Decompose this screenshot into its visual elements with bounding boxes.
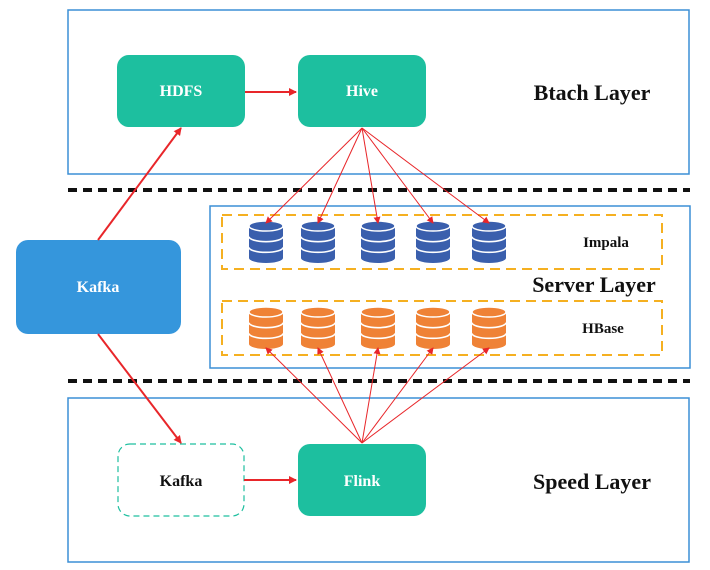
impala-db-icon-4 — [415, 220, 451, 263]
hbase-db-icons — [248, 306, 507, 349]
hbase-db-icon-1 — [248, 306, 284, 349]
kafka-source-label: Kafka — [77, 279, 120, 296]
arrow-flink-to-hbase-2 — [317, 347, 363, 444]
batch-layer-label: Btach Layer — [534, 80, 651, 105]
server-layer-label: Server Layer — [532, 272, 656, 297]
impala-label: Impala — [583, 235, 629, 251]
fan-arrows — [265, 127, 490, 444]
hdfs-node[interactable] — [117, 55, 245, 127]
arrow-flink-to-hbase-1 — [265, 347, 363, 444]
hive-node[interactable] — [298, 55, 426, 127]
impala-db-icon-5 — [471, 220, 507, 263]
impala-db-icon-2 — [300, 220, 336, 263]
hive-label: Hive — [346, 83, 378, 100]
hbase-db-icon-3 — [360, 306, 396, 349]
flink-node[interactable] — [298, 444, 426, 516]
hbase-label: HBase — [582, 321, 624, 337]
hbase-db-icon-4 — [415, 306, 451, 349]
arrow-hive-to-impala-2 — [317, 127, 363, 224]
arrow-hive-to-impala-3 — [361, 127, 381, 224]
arrow-hive-to-impala-1 — [265, 127, 363, 224]
arrow-kafka-to-hdfs — [97, 127, 182, 241]
impala-db-icon-3 — [360, 220, 396, 263]
flink-label: Flink — [344, 473, 381, 490]
speed-layer-label: Speed Layer — [533, 469, 651, 494]
arrow-flink-to-hbase-5 — [361, 347, 490, 444]
kafka-speed-label: Kafka — [160, 473, 203, 490]
impala-group — [221, 214, 663, 270]
arrow-hive-to-impala-5 — [361, 127, 490, 224]
kafka-source-node[interactable] — [16, 240, 181, 334]
arrow-kafka-to-speed-kafka — [97, 333, 182, 444]
hdfs-label: HDFS — [160, 83, 203, 100]
hbase-db-icon-2 — [300, 306, 336, 349]
impala-db-icon-1 — [248, 220, 284, 263]
arrow-flink-to-hbase-4 — [361, 347, 434, 444]
arrow-flink-to-hbase-3 — [361, 347, 381, 444]
hbase-db-icon-5 — [471, 306, 507, 349]
impala-db-icons — [248, 220, 507, 263]
hbase-group — [221, 300, 663, 356]
arrow-hive-to-impala-4 — [361, 127, 434, 224]
